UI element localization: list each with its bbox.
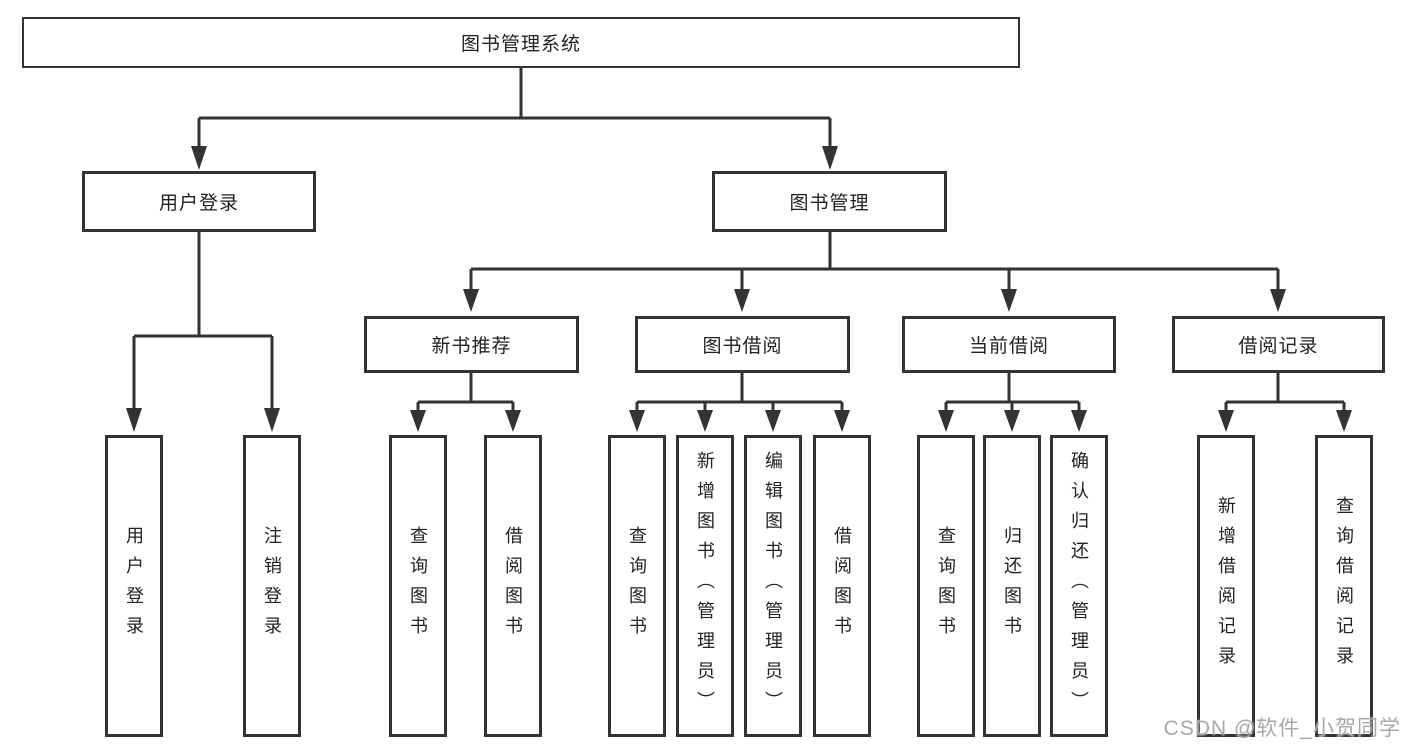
leaf-query-borrow-record: 查询借阅记录 [1315,435,1373,737]
node-user-login: 用户登录 [82,171,316,232]
leaf-logout: 注销登录 [243,435,301,737]
node-book-management: 图书管理 [712,171,947,232]
leaf-confirm-return-admin: 确认归还（管理员） [1050,435,1108,737]
leaf-add-book-admin: 新增图书（管理员） [676,435,734,737]
leaf-borrow-book: 借阅图书 [813,435,871,737]
node-new-book-recommend: 新书推荐 [364,316,579,373]
leaf-edit-book-admin: 编辑图书（管理员） [744,435,802,737]
leaf-borrow-book-recommend: 借阅图书 [484,435,542,737]
leaf-query-book-borrow: 查询图书 [608,435,666,737]
leaf-query-book-recommend: 查询图书 [389,435,447,737]
arrowhead-icons [126,146,1352,432]
node-root-system: 图书管理系统 [22,17,1020,68]
leaf-query-book-current: 查询图书 [917,435,975,737]
leaf-return-book: 归还图书 [983,435,1041,737]
node-current-borrow: 当前借阅 [902,316,1116,373]
leaf-user-login: 用户登录 [105,435,163,737]
node-borrow-records: 借阅记录 [1172,316,1385,373]
leaf-add-borrow-record: 新增借阅记录 [1197,435,1255,737]
node-book-borrow: 图书借阅 [635,316,850,373]
